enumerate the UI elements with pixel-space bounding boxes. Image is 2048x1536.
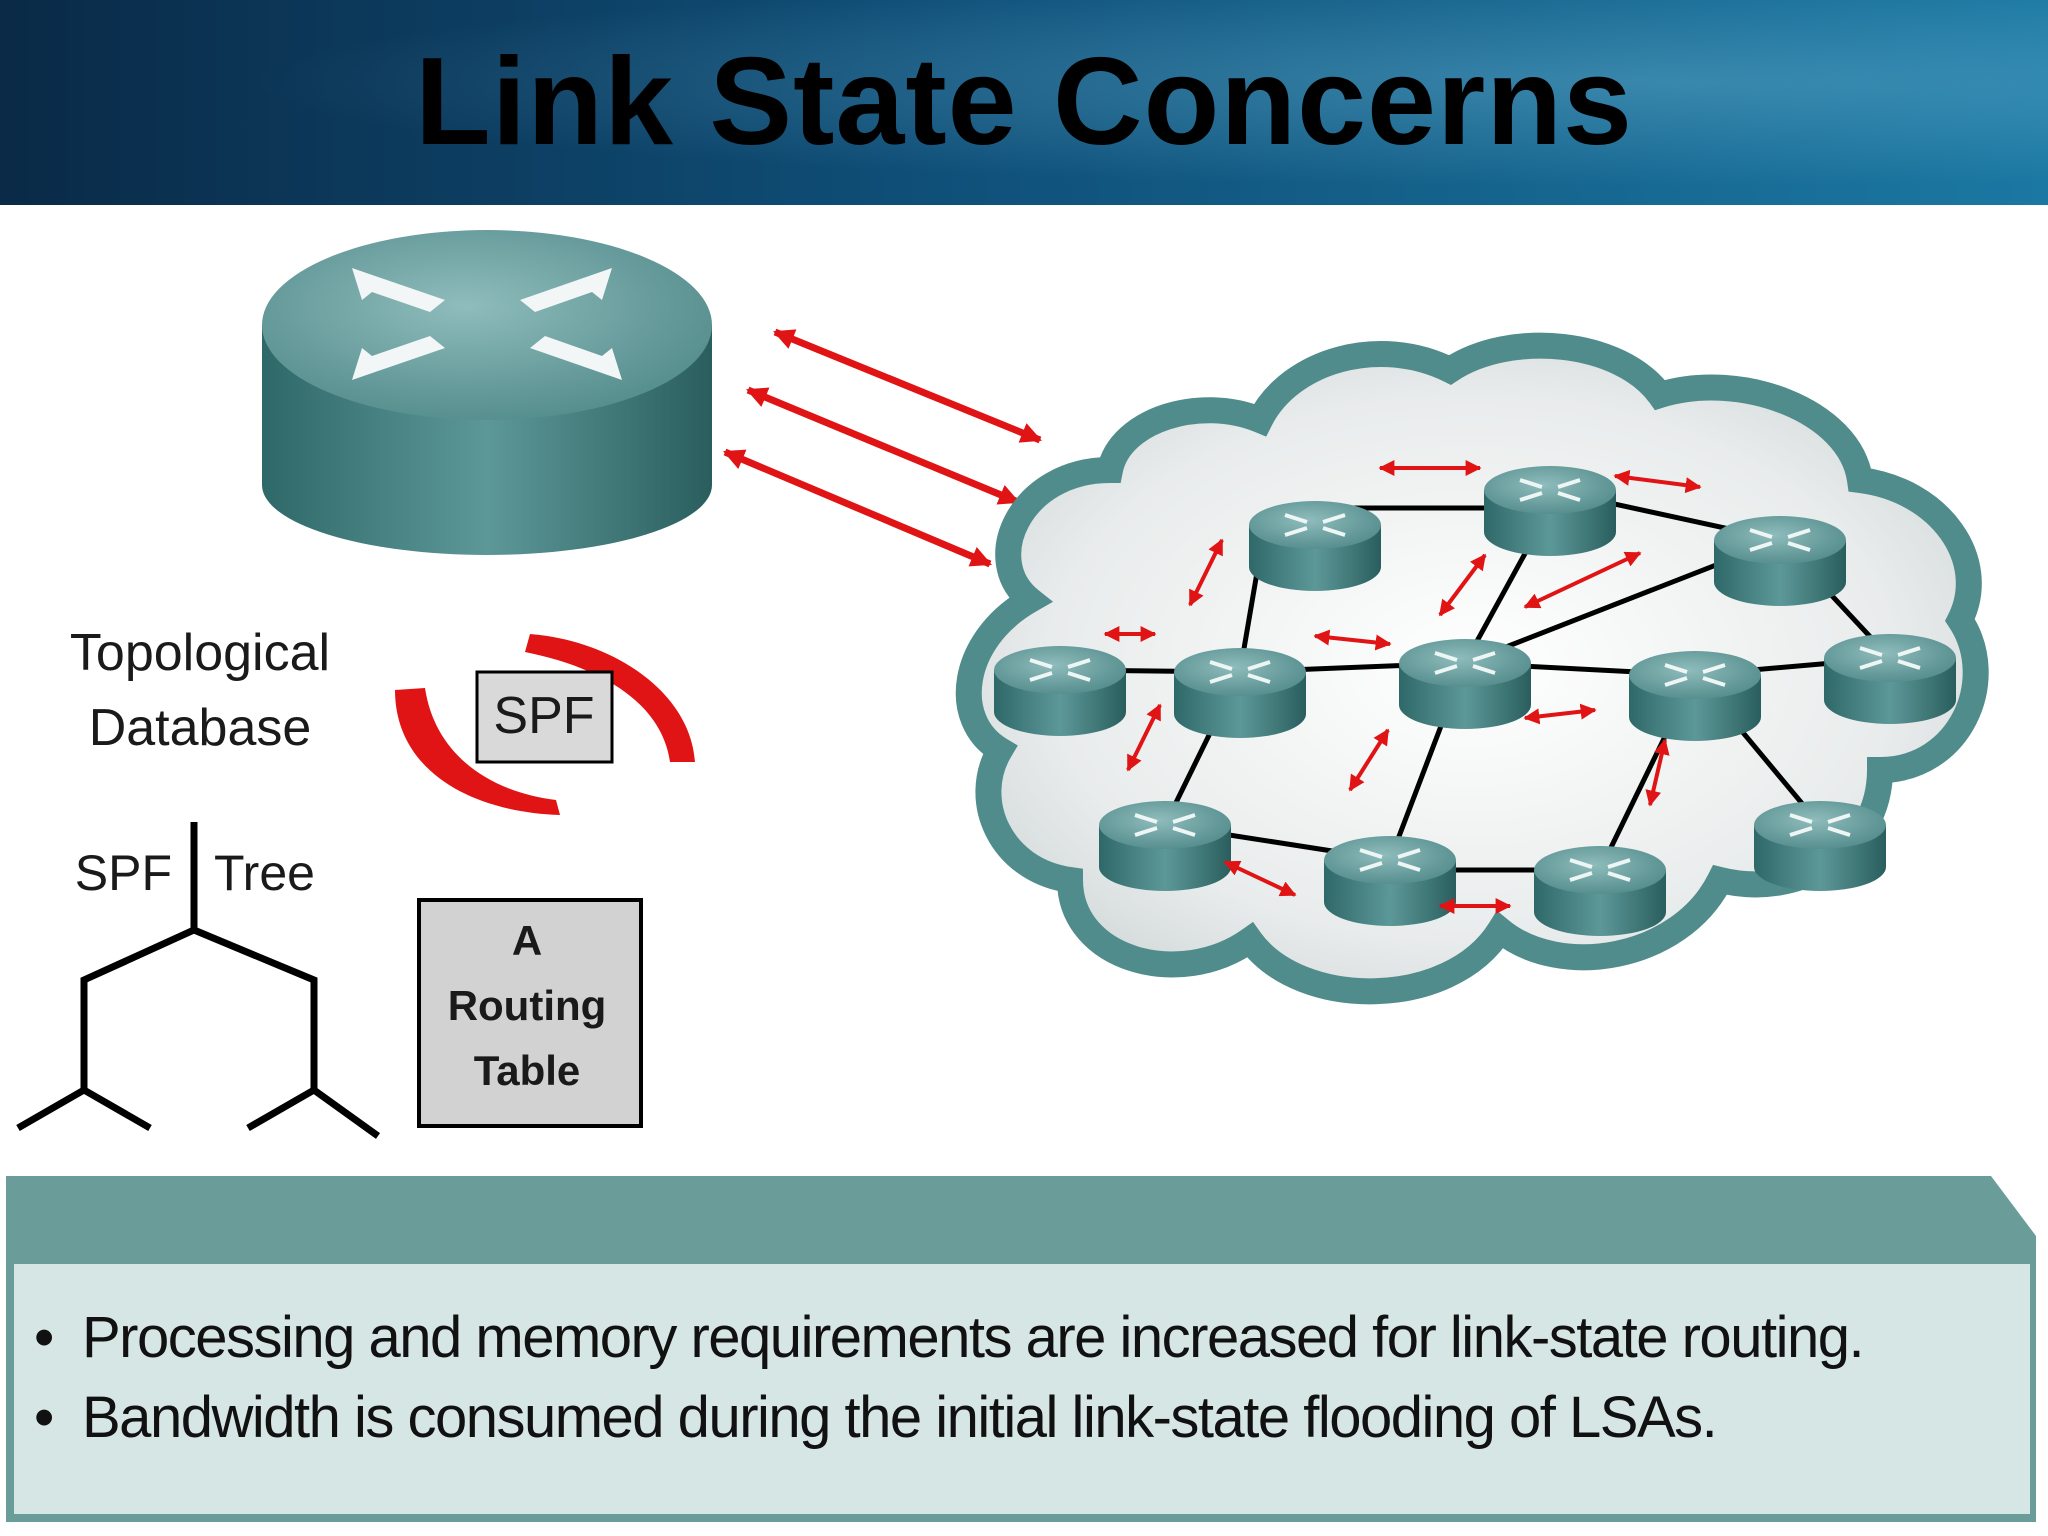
link-state-diagram: SPF Topological Database SPF Tree A Rout… xyxy=(16,230,1989,1139)
router-icon xyxy=(1824,634,1956,724)
bidirectional-arrow-icon xyxy=(723,328,1042,568)
routing-table-label-2: Routing xyxy=(448,982,607,1029)
topological-database-label-1: Topological xyxy=(70,624,330,682)
router-icon xyxy=(1534,846,1666,936)
flooding-arrows xyxy=(1103,460,1702,914)
router-icon xyxy=(994,646,1126,736)
bullet-text: Processing and memory requirements are i… xyxy=(82,1305,1865,1370)
router-icon xyxy=(1484,466,1616,556)
bullet-symbol: • xyxy=(34,1305,54,1370)
bullet-text: Bandwidth is consumed during the initial… xyxy=(82,1385,1718,1450)
cycle-arrows-icon xyxy=(395,634,695,815)
spf-box xyxy=(475,670,614,764)
network-routers xyxy=(994,466,1956,936)
router-icon xyxy=(1174,648,1306,738)
router-icon xyxy=(1099,801,1231,891)
routing-table-box xyxy=(417,898,643,1128)
router-icon xyxy=(1629,651,1761,741)
spf-tree-label-left: SPF xyxy=(75,845,172,901)
bullet-item: • Bandwidth is consumed during the initi… xyxy=(18,1378,1863,1458)
bullet-symbol: • xyxy=(34,1385,54,1450)
routing-table-label-3: Table xyxy=(474,1047,581,1094)
spf-box-label: SPF xyxy=(493,687,594,745)
topological-database-label-2: Database xyxy=(89,699,312,757)
title-banner xyxy=(0,0,2048,205)
router-icon xyxy=(1714,516,1846,606)
bullet-item: • Processing and memory requirements are… xyxy=(18,1298,1865,1378)
router-icon xyxy=(1324,836,1456,926)
router-icon xyxy=(1399,639,1531,729)
spf-tree-label-right: Tree xyxy=(214,845,315,901)
notes-panel xyxy=(6,1176,2036,1522)
router-icon xyxy=(1754,801,1886,891)
tree-icon xyxy=(16,822,381,1139)
routing-table-label-1: A xyxy=(512,917,542,964)
router-icon xyxy=(262,230,712,555)
slide-title: Link State Concerns xyxy=(415,33,1633,171)
router-icon xyxy=(1249,501,1381,591)
bullet-list: • Processing and memory requirements are… xyxy=(18,1298,1865,1458)
